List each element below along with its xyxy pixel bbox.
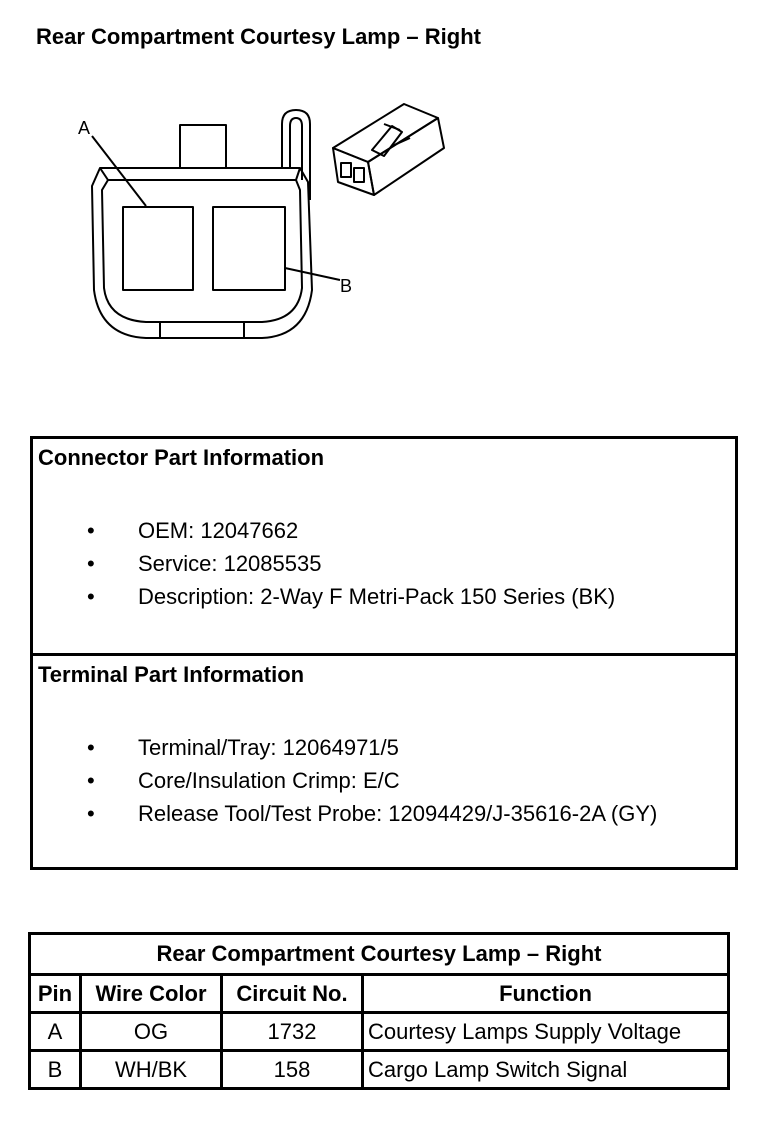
service-part-number: Service: 12085535 (138, 551, 322, 576)
pin-cell: B (28, 1049, 82, 1090)
bullet-icon: • (87, 551, 95, 576)
terminal-info-item: • Release Tool/Test Probe: 12094429/J-35… (33, 801, 735, 831)
pin-table: Rear Compartment Courtesy Lamp – Right P… (28, 932, 730, 1090)
function-cell: Courtesy Lamps Supply Voltage (361, 1011, 730, 1052)
connector-info-item: • Service: 12085535 (33, 551, 735, 581)
bullet-icon: • (87, 584, 95, 609)
connector-iso-view (332, 103, 445, 196)
cavity-b (212, 206, 286, 291)
table-row: A OG 1732 Courtesy Lamps Supply Voltage (28, 1011, 730, 1052)
wire-color-cell: WH/BK (79, 1049, 223, 1090)
pin-table-caption: Rear Compartment Courtesy Lamp – Right (28, 932, 730, 976)
release-tool-test-probe: Release Tool/Test Probe: 12094429/J-3561… (138, 801, 658, 826)
connector-info-section: Connector Part Information • OEM: 120476… (33, 439, 735, 656)
bullet-icon: • (87, 518, 95, 543)
pin-a-label: A (78, 118, 90, 138)
connector-info-heading: Connector Part Information (38, 445, 325, 470)
table-row: B WH/BK 158 Cargo Lamp Switch Signal (28, 1049, 730, 1090)
leader-line-b (284, 267, 341, 281)
function-cell: Cargo Lamp Switch Signal (361, 1049, 730, 1090)
terminal-info-section: Terminal Part Information • Terminal/Tra… (33, 656, 735, 867)
terminal-tray: Terminal/Tray: 12064971/5 (138, 735, 399, 760)
connector-face-inner (101, 179, 303, 323)
connector-info-item: • OEM: 12047662 (33, 518, 735, 548)
leader-line-a (91, 135, 147, 207)
pin-b-label: B (340, 276, 352, 296)
terminal-info-heading: Terminal Part Information (38, 662, 305, 687)
column-header-function: Function (361, 973, 730, 1014)
column-header-circuit-no: Circuit No. (220, 973, 364, 1014)
column-header-wire-color: Wire Color (79, 973, 223, 1014)
core-insulation-crimp: Core/Insulation Crimp: E/C (138, 768, 400, 793)
oem-part-number: OEM: 12047662 (138, 518, 299, 543)
connector-latch (281, 109, 311, 200)
pin-table-header-row: Pin Wire Color Circuit No. Function (28, 973, 730, 1014)
circuit-no-cell: 158 (220, 1049, 364, 1090)
wire-color-cell: OG (79, 1011, 223, 1052)
column-header-pin: Pin (28, 973, 82, 1014)
connector-key-tab (179, 124, 227, 168)
page-title: Rear Compartment Courtesy Lamp – Right (36, 24, 481, 49)
terminal-info-item: • Terminal/Tray: 12064971/5 (33, 735, 735, 765)
bullet-icon: • (87, 768, 95, 793)
cavity-a (122, 206, 194, 291)
connector-description: Description: 2-Way F Metri-Pack 150 Seri… (138, 584, 616, 609)
bullet-icon: • (87, 735, 95, 760)
circuit-no-cell: 1732 (220, 1011, 364, 1052)
part-info-box: Connector Part Information • OEM: 120476… (30, 436, 738, 870)
pin-cell: A (28, 1011, 82, 1052)
terminal-info-item: • Core/Insulation Crimp: E/C (33, 768, 735, 798)
connector-diagram: A B (78, 103, 445, 339)
bullet-icon: • (87, 801, 95, 826)
connector-face-outer (91, 167, 313, 339)
connector-info-item: • Description: 2-Way F Metri-Pack 150 Se… (33, 584, 735, 614)
